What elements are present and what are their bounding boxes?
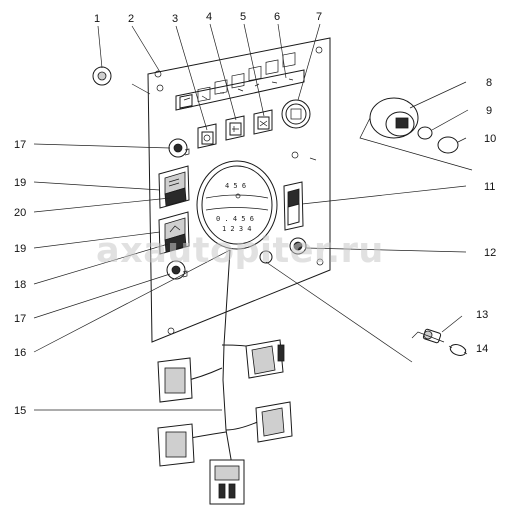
gauge-lower-digits: 0 . 4 5 6 [216,215,254,223]
callout-3: 3 [172,13,178,25]
callout-10: 10 [484,133,496,145]
knob-17-lower [166,260,188,280]
callout-6: 6 [274,11,280,23]
combination-gauge: 4 5 6 0 . 4 5 6 1 2 3 4 [196,160,278,250]
rocker-switch-11 [283,181,304,231]
callout-9: 9 [486,105,492,117]
callout-20: 20 [14,207,26,219]
mount-hole [315,46,323,54]
mount-hole [291,151,299,159]
bulb-holder-13 [411,328,445,344]
callout-17-lower: 17 [14,313,26,325]
leader-lines [33,23,469,411]
mount-hole [167,327,175,335]
bulb-14 [448,344,468,356]
callout-1: 1 [94,13,100,25]
callout-labels: 1 2 3 4 5 6 7 8 9 10 11 12 13 14 17 19 2… [14,11,496,417]
callout-12: 12 [484,247,496,259]
rocker-switch-upper [158,165,190,209]
callout-7: 7 [316,11,322,23]
callout-16: 16 [14,347,26,359]
switch-5 [257,116,270,130]
switch-3 [201,131,214,145]
callout-8: 8 [486,77,492,89]
watermark-text: axautopiter.ru [96,231,384,271]
mount-hole [156,84,164,92]
callout-5: 5 [240,11,246,23]
knob-12 [289,237,307,255]
indicator-lens [259,250,273,264]
indicator-strip [175,52,305,111]
ignition-switch-assembly [359,97,473,171]
gauge-lower-sub: 1 2 3 4 [222,225,252,233]
callout-19-upper: 19 [14,177,26,189]
gauge-upper-digits: 4 5 6 [225,182,246,190]
callout-14: 14 [476,343,488,355]
rocker-switch-lower [158,211,190,255]
callout-18: 18 [14,279,26,291]
callout-19-lower: 19 [14,243,26,255]
knob-17-upper [168,138,190,158]
callout-17-upper: 17 [14,139,26,151]
callout-4: 4 [206,11,212,23]
wiring-harness [157,249,293,505]
round-button-7 [281,99,311,129]
mount-hole [154,70,162,78]
callout-13: 13 [476,309,488,321]
callout-2: 2 [128,13,134,25]
screw-1 [92,66,112,86]
mount-hole [316,258,324,266]
callout-15: 15 [14,405,26,417]
square-switches [197,109,273,149]
callout-11: 11 [484,181,495,193]
